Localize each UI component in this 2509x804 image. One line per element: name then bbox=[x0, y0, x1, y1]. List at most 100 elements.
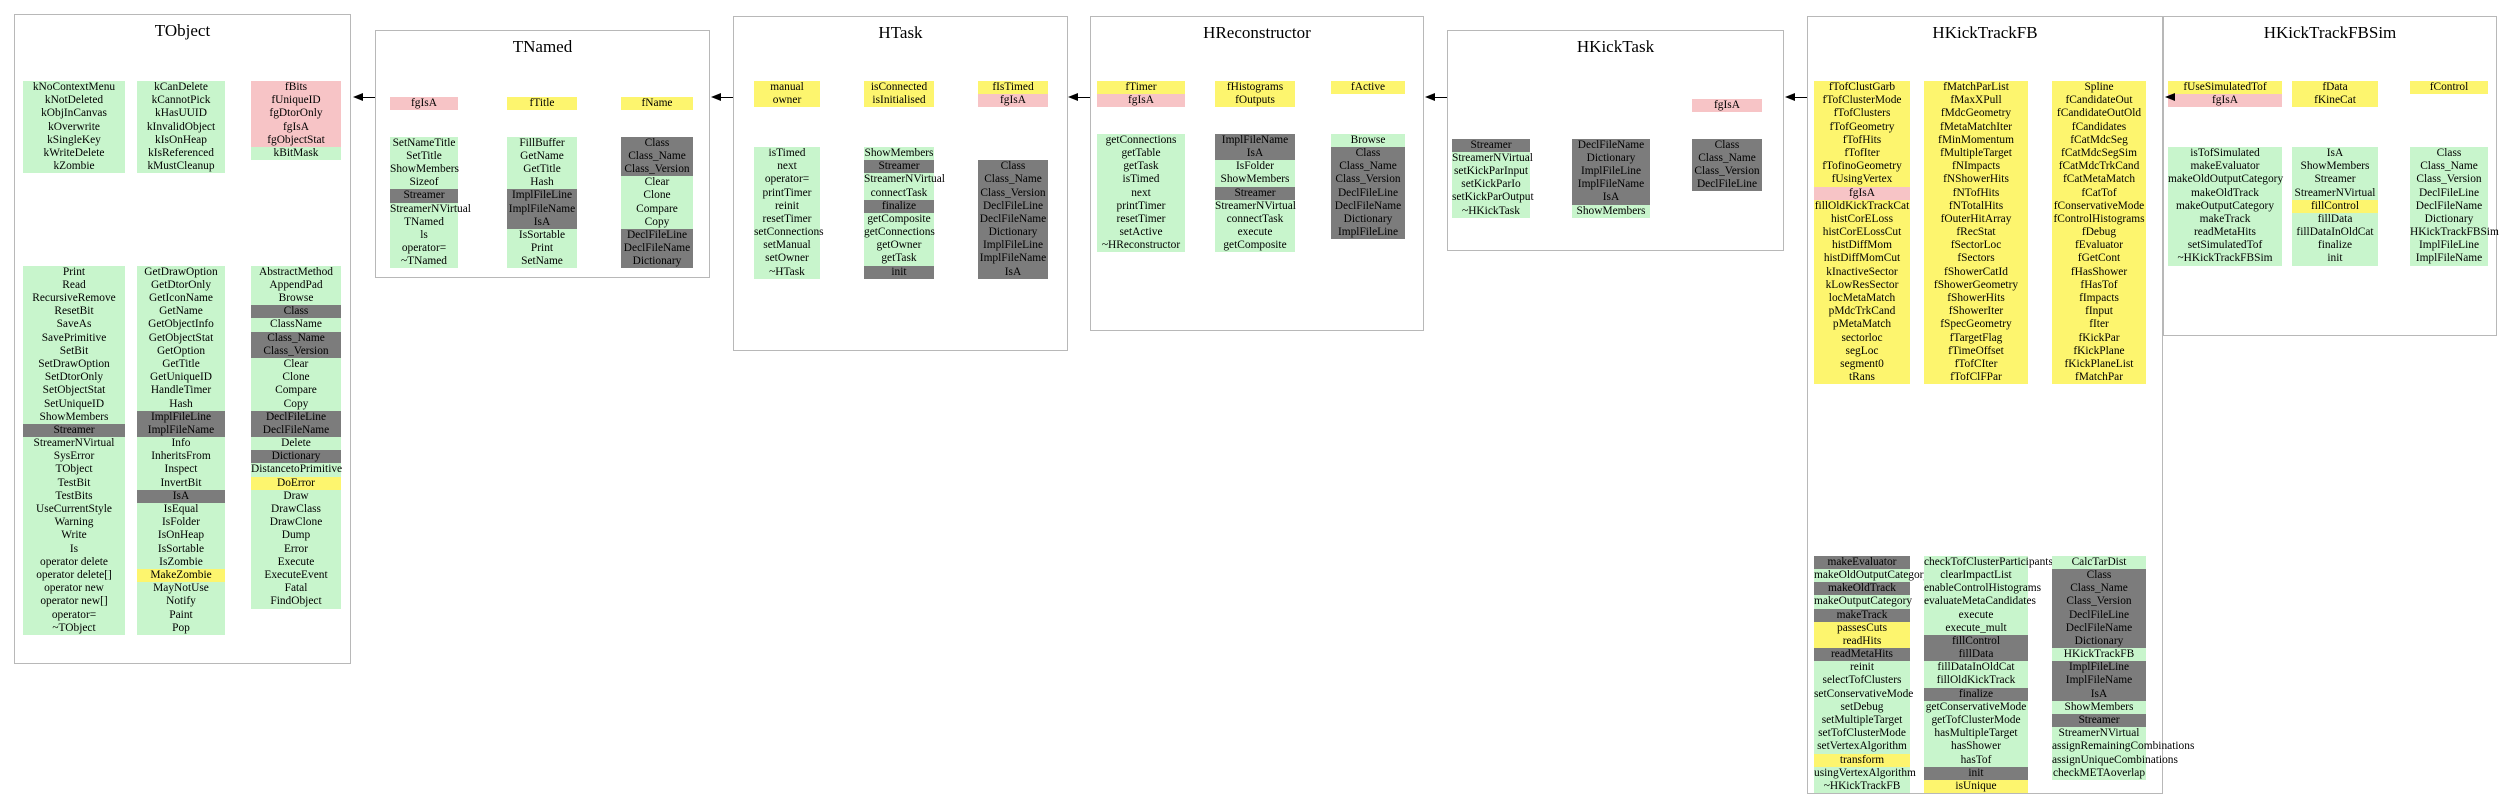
class-member: fgIsA bbox=[1814, 186, 1910, 200]
class-member: Browse bbox=[251, 292, 341, 306]
class-member: Clone bbox=[621, 189, 693, 203]
member-spacer bbox=[1452, 125, 1530, 138]
member-spacer bbox=[2052, 543, 2146, 556]
member-spacer bbox=[2052, 503, 2146, 516]
class-member: fgIsA bbox=[251, 120, 341, 134]
class-member: locMetaMatch bbox=[1814, 292, 1910, 306]
member-spacer bbox=[864, 107, 934, 120]
class-member: usingVertexAlgorithm bbox=[1814, 766, 1916, 780]
member-spacer bbox=[1814, 503, 1910, 516]
class-member: fEvaluator bbox=[2052, 239, 2146, 253]
class-member: fNTotalHits bbox=[1924, 199, 2028, 213]
class-member: evaluateMetaCandidates bbox=[1924, 595, 2036, 609]
class-member: makeOldTrack bbox=[2168, 186, 2282, 200]
class-member: SetBit bbox=[23, 344, 125, 358]
member-spacer bbox=[1814, 463, 1910, 476]
member-spacer bbox=[978, 134, 1048, 147]
member-spacer bbox=[137, 226, 225, 239]
member-spacer bbox=[1452, 99, 1530, 112]
class-member: StreamerNVirtual bbox=[864, 173, 945, 187]
class-member: setConnections bbox=[754, 226, 824, 240]
class-member: fCandidateOut bbox=[2052, 94, 2146, 108]
class-member: Class_Version bbox=[251, 344, 341, 358]
class-member: operator delete[] bbox=[23, 568, 125, 583]
class-member: GetTitle bbox=[137, 357, 225, 372]
class-member: ImplFileLine bbox=[1572, 164, 1650, 179]
member-spacer bbox=[251, 226, 341, 239]
class-member: hasShower bbox=[1924, 740, 2028, 754]
class-member: Is bbox=[23, 542, 125, 556]
class-member: ~HKickTask bbox=[1452, 204, 1530, 218]
class-member: IsEqual bbox=[137, 503, 225, 517]
class-member: GetObjectInfo bbox=[137, 318, 225, 332]
class-member: execute bbox=[1924, 608, 2028, 622]
class-member: operator new[] bbox=[23, 595, 125, 609]
class-member: ImplFileLine bbox=[2410, 239, 2488, 253]
class-member: connectTask bbox=[864, 186, 934, 200]
class-member: fHistograms bbox=[1215, 81, 1295, 95]
class-member: ShowMembers bbox=[23, 410, 125, 424]
class-member: Dictionary bbox=[251, 450, 341, 464]
class-member: MakeZombie bbox=[137, 568, 225, 583]
member-spacer bbox=[2168, 134, 2282, 147]
class-member: passesCuts bbox=[1814, 621, 1910, 635]
class-member: Dictionary bbox=[978, 226, 1048, 240]
class-member: resetTimer bbox=[754, 212, 820, 227]
member-spacer bbox=[23, 226, 125, 239]
class-member: fTofIter bbox=[1814, 146, 1910, 161]
class-member: readMetaHits bbox=[2168, 226, 2282, 240]
class-member: fCatTof bbox=[2052, 186, 2146, 200]
class-member: makeOldOutputCategory bbox=[2168, 173, 2284, 187]
class-member: FindObject bbox=[251, 595, 341, 609]
class-member: finalize bbox=[1924, 687, 2028, 701]
class-member: Class bbox=[1331, 146, 1405, 161]
class-member: fTofClusters bbox=[1814, 107, 1910, 121]
member-spacer bbox=[2292, 121, 2378, 134]
class-member: Read bbox=[23, 278, 125, 292]
member-spacer bbox=[1814, 516, 1910, 529]
class-member: getConnections bbox=[1097, 133, 1185, 147]
class-member: pMetaMatch bbox=[1814, 318, 1910, 332]
class-member: Class_Version bbox=[621, 162, 693, 177]
class-member: fConservativeMode bbox=[2052, 199, 2146, 213]
member-spacer bbox=[2052, 516, 2146, 529]
class-member: SetTitle bbox=[390, 149, 458, 163]
class-member: Streamer bbox=[864, 160, 934, 174]
class-member: Class bbox=[621, 136, 693, 150]
class-member: fgIsA bbox=[1692, 99, 1762, 113]
member-spacer bbox=[137, 239, 225, 252]
member-spacer bbox=[251, 187, 341, 200]
class-member: Warning bbox=[23, 516, 125, 530]
class-member: setMultipleTarget bbox=[1814, 714, 1910, 728]
class-member: DistancetoPrimitive bbox=[251, 463, 343, 477]
class-member: Class_Version bbox=[1692, 164, 1762, 179]
class-member: FillBuffer bbox=[507, 136, 577, 150]
class-member: fTofGeometry bbox=[1814, 120, 1910, 134]
member-spacer bbox=[23, 239, 125, 252]
class-title: HReconstructor bbox=[1203, 23, 1311, 42]
member-spacer bbox=[2052, 477, 2146, 490]
class-member: Class_Name bbox=[621, 149, 693, 163]
class-member: printTimer bbox=[1097, 199, 1185, 213]
member-spacer bbox=[1215, 107, 1295, 120]
class-member: finalize bbox=[2292, 239, 2378, 253]
member-spacer bbox=[137, 187, 225, 200]
member-spacer bbox=[1692, 112, 1762, 125]
class-member: IsSortable bbox=[507, 228, 577, 243]
member-spacer bbox=[1924, 411, 2028, 424]
class-member: Sizeof bbox=[390, 176, 458, 190]
class-member: Clear bbox=[621, 176, 693, 190]
class-member: reinit bbox=[1814, 661, 1910, 675]
class-member: IsA bbox=[1215, 146, 1295, 161]
class-member: DeclFileLine bbox=[1692, 178, 1762, 192]
class-member: init bbox=[1924, 766, 2028, 780]
inheritance-arrow bbox=[711, 93, 733, 101]
class-member: fillData bbox=[2292, 212, 2378, 227]
class-member: Class bbox=[1692, 138, 1762, 152]
member-spacer bbox=[2052, 398, 2146, 411]
class-member: Fatal bbox=[251, 582, 341, 596]
